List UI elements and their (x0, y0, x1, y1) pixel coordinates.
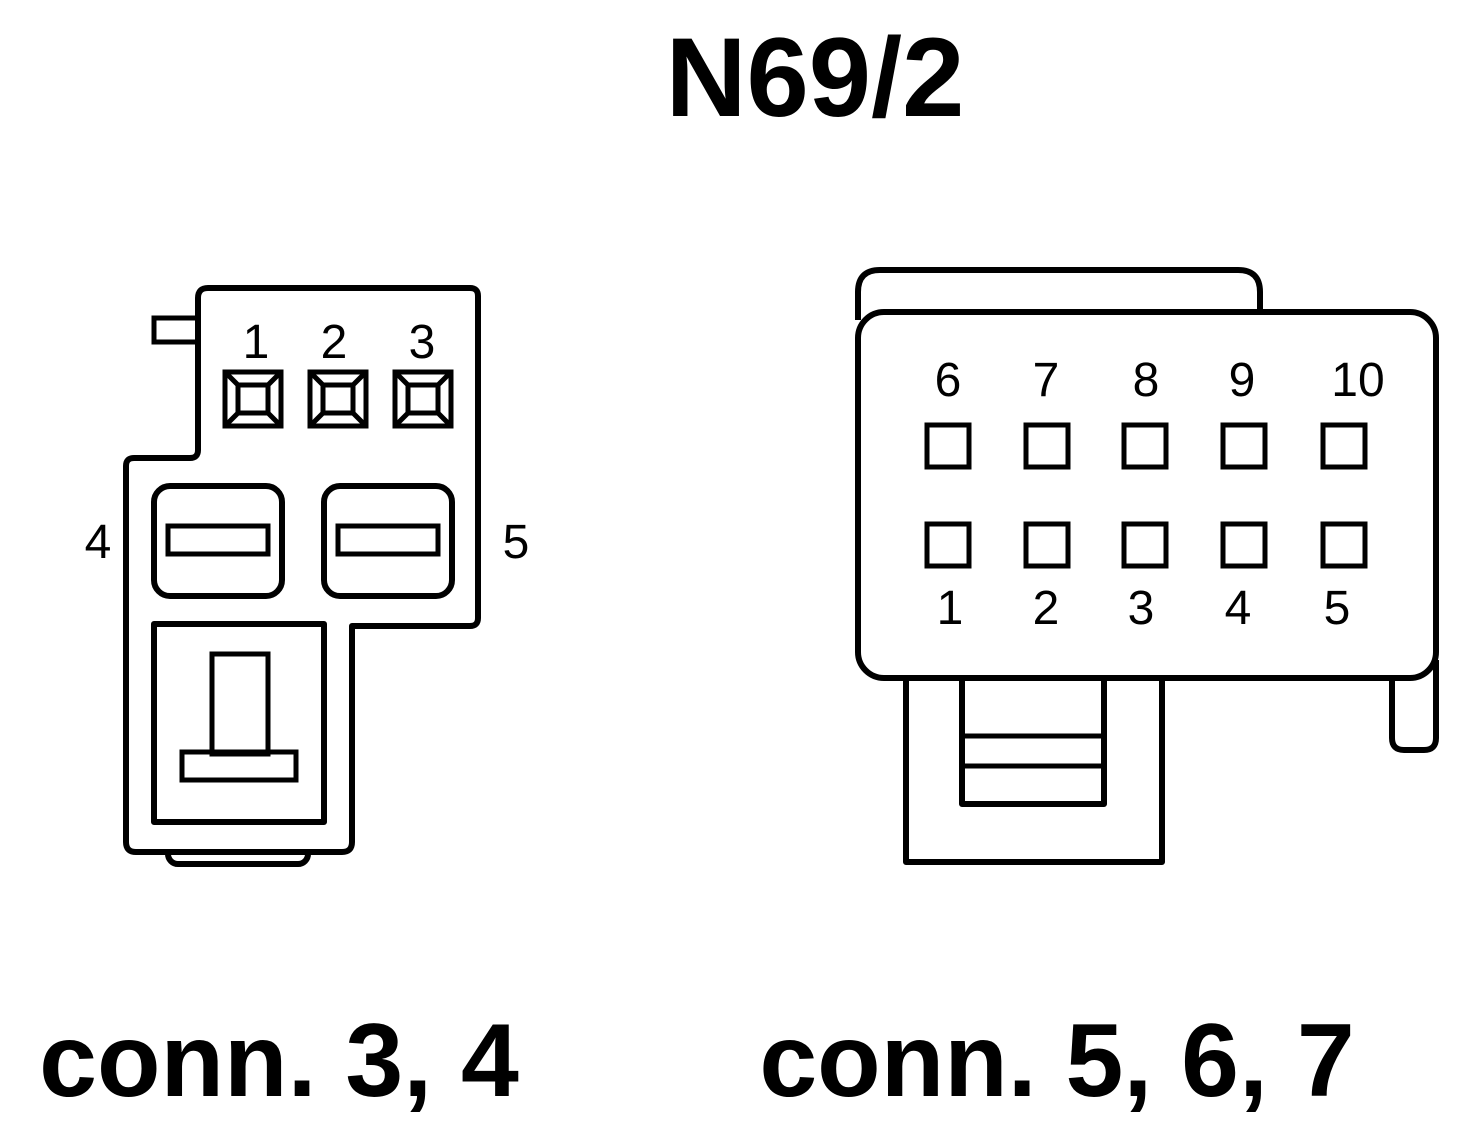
right-connector-face (855, 309, 1439, 681)
pin-cavity-b4 (1220, 521, 1268, 569)
blade-slot-4 (165, 523, 271, 557)
blade-terminal-4 (151, 483, 285, 599)
pin-cavity-8 (1121, 422, 1169, 470)
pin-cavity-b1 (924, 521, 972, 569)
pin-label-5: 5 (503, 516, 530, 569)
pin-cavity-9 (1220, 422, 1268, 470)
pin-label-7: 7 (1033, 354, 1060, 407)
pin-label-10: 10 (1331, 354, 1384, 407)
pin-cavity-7 (1023, 422, 1071, 470)
blade-slot-5 (335, 523, 441, 557)
left-connector-lock-base (179, 749, 299, 783)
right-connector-back-rim (855, 267, 1263, 320)
pin-label-8: 8 (1133, 354, 1160, 407)
pin-cavity-2 (307, 369, 369, 429)
right-connector-latch (959, 673, 1107, 807)
pin-cavity-b3 (1121, 521, 1169, 569)
pin-label-9: 9 (1229, 354, 1256, 407)
pin-cavity-3 (392, 369, 454, 429)
right-connector-caption: conn. 5, 6, 7 (759, 1003, 1354, 1119)
pin-cavity-b5 (1320, 521, 1368, 569)
pin-label-top-3: 3 (409, 316, 436, 369)
pin-cavity-b2 (1023, 521, 1071, 569)
right-connector: 6 7 8 9 10 1 2 3 4 5 (855, 267, 1439, 865)
right-connector-latch-housing (903, 673, 1165, 865)
pin-label-b3: 3 (1128, 582, 1155, 635)
blade-terminal-5 (321, 483, 455, 599)
pin-label-b1: 1 (937, 582, 964, 635)
right-connector-side-post (1389, 660, 1439, 753)
left-connector-latch (151, 315, 198, 345)
pin-label-b4: 4 (1225, 582, 1252, 635)
pin-label-top-2: 2 (321, 316, 348, 369)
pin-cavity-1 (222, 369, 284, 429)
left-connector: 1 2 3 4 5 (85, 285, 530, 867)
pin-cavity-6 (924, 422, 972, 470)
pin-cavity-10 (1320, 422, 1368, 470)
left-connector-caption: conn. 3, 4 (39, 1003, 519, 1119)
pin-label-4: 4 (85, 516, 112, 569)
left-connector-lock-housing (151, 621, 327, 825)
pin-label-top-1: 1 (243, 316, 270, 369)
diagram-title: N69/2 (666, 15, 965, 140)
pin-label-b2: 2 (1033, 582, 1060, 635)
pin-label-6: 6 (935, 354, 962, 407)
pin-label-b5: 5 (1324, 582, 1351, 635)
